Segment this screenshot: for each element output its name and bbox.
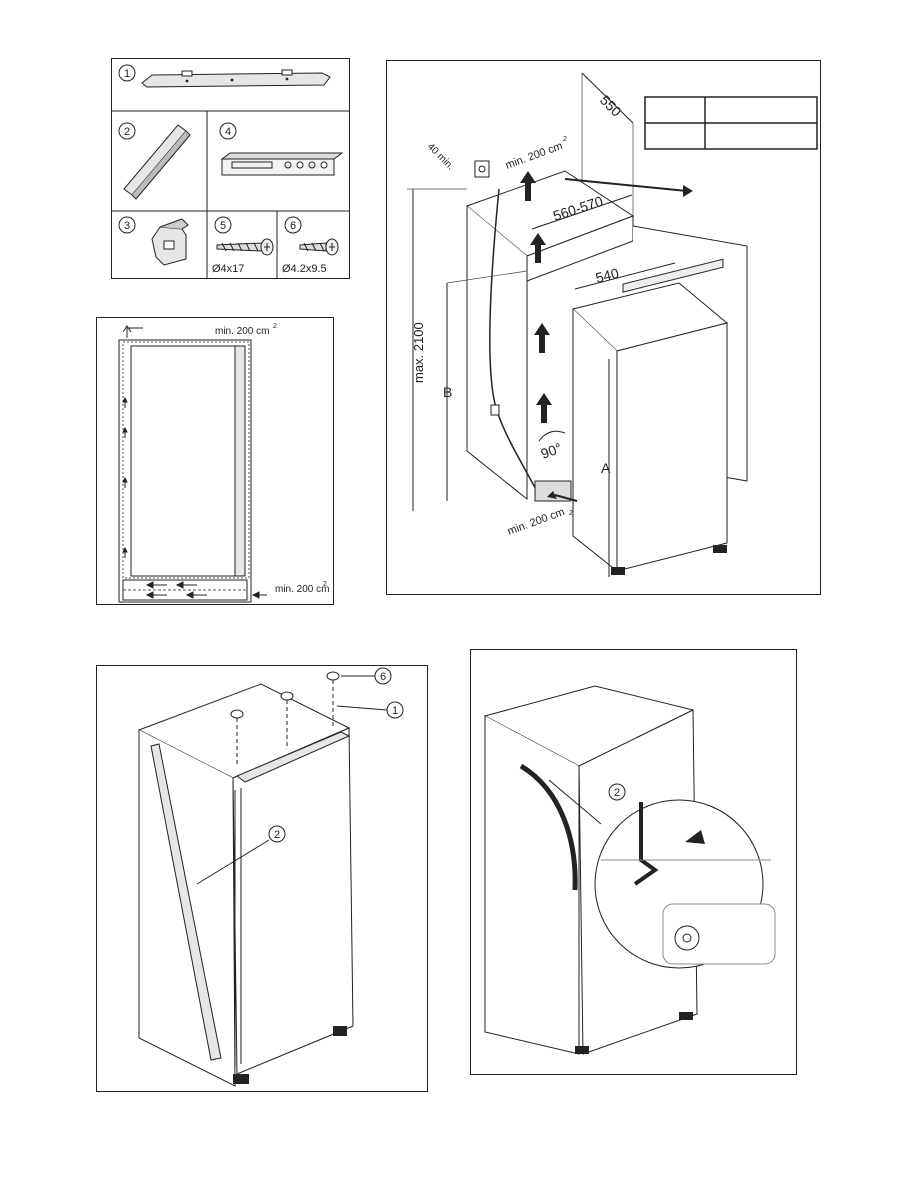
part-2-number: 2 bbox=[124, 126, 130, 138]
screw-icons bbox=[230, 671, 340, 766]
part-4-number: 4 bbox=[225, 126, 231, 138]
appliance-body bbox=[571, 258, 729, 575]
top-outlet-arrow-icon bbox=[122, 325, 143, 338]
parts-table: 1 2 4 bbox=[111, 58, 350, 279]
bottom-inlet-arrows bbox=[145, 581, 267, 599]
ventilation-diagram: min. 200 cm 2 min. 200 cm 2 bbox=[96, 317, 334, 605]
clip-icon bbox=[151, 218, 189, 266]
dim-a-label: A bbox=[601, 460, 611, 476]
angle-label: 90° bbox=[539, 440, 564, 462]
sealing-callout-2: 2 bbox=[614, 787, 620, 799]
niche-top-vent-sup: 2 bbox=[563, 136, 567, 143]
part-5-cell: 5 Ø4x17 bbox=[212, 216, 274, 275]
side-gap-label: 40 min. bbox=[425, 141, 456, 172]
top-vent-sup: 2 bbox=[273, 323, 277, 330]
sealing-diagram: 2 bbox=[470, 649, 797, 1075]
part-2-cell: 2 bbox=[118, 122, 191, 200]
part-6-number: 6 bbox=[290, 220, 296, 232]
vent-up-arrow-icons bbox=[520, 171, 552, 423]
depth-label: 550 bbox=[597, 92, 625, 120]
seal-strip-2 bbox=[150, 743, 222, 1061]
niche-dimensions-diagram: 550 40 min. 560-570 min. 200 cm 2 bbox=[386, 60, 821, 595]
part-5-size: Ø4x17 bbox=[212, 263, 244, 275]
bottom-vent-sup: 2 bbox=[323, 581, 327, 588]
screw-4-2x9-5-icon bbox=[299, 238, 339, 256]
niche-drawing: 550 40 min. 560-570 min. 200 cm 2 bbox=[407, 72, 818, 577]
part-6-size: Ø4.2x9.5 bbox=[282, 263, 327, 275]
callout-2: 2 bbox=[274, 829, 280, 841]
top-vent-label: min. 200 cm bbox=[215, 326, 269, 337]
part-1-cell: 1 bbox=[118, 64, 331, 88]
airflow-up-arrows bbox=[122, 396, 128, 558]
height-label: max. 2100 bbox=[411, 322, 426, 383]
niche-top-vent-label: min. 200 cm bbox=[504, 140, 564, 172]
cover-strip-icon bbox=[141, 69, 331, 88]
hinge-cover-icon bbox=[220, 152, 344, 176]
parts-table-drawing: 1 2 4 bbox=[112, 64, 349, 278]
dimension-table bbox=[644, 96, 818, 150]
mounting-drawing: 6 1 2 bbox=[137, 667, 404, 1087]
part-6-cell: 6 Ø4.2x9.5 bbox=[282, 216, 339, 275]
seal-strip-icon bbox=[123, 124, 191, 200]
appliance-width-label: 540 bbox=[594, 265, 621, 286]
part-1-number: 1 bbox=[124, 68, 130, 80]
part-5-number: 5 bbox=[220, 220, 226, 232]
dim-b-label: B bbox=[443, 384, 452, 400]
part-3-number: 3 bbox=[124, 220, 130, 232]
niche-bottom-vent-label: min. 200 cm bbox=[506, 506, 566, 538]
sealing-drawing: 2 bbox=[483, 685, 776, 1055]
callout-6: 6 bbox=[380, 671, 386, 683]
ventilation-drawing: min. 200 cm 2 min. 200 cm 2 bbox=[118, 323, 329, 603]
bottom-vent-label: min. 200 cm bbox=[275, 584, 329, 595]
part-3-cell: 3 bbox=[118, 216, 189, 266]
niche-bottom-vent-sup: 2 bbox=[569, 510, 573, 517]
screw-4x17-icon bbox=[216, 238, 274, 256]
callout-1: 1 bbox=[392, 705, 398, 717]
mounting-diagram: 6 1 2 bbox=[96, 665, 428, 1092]
part-4-cell: 4 bbox=[219, 122, 344, 176]
